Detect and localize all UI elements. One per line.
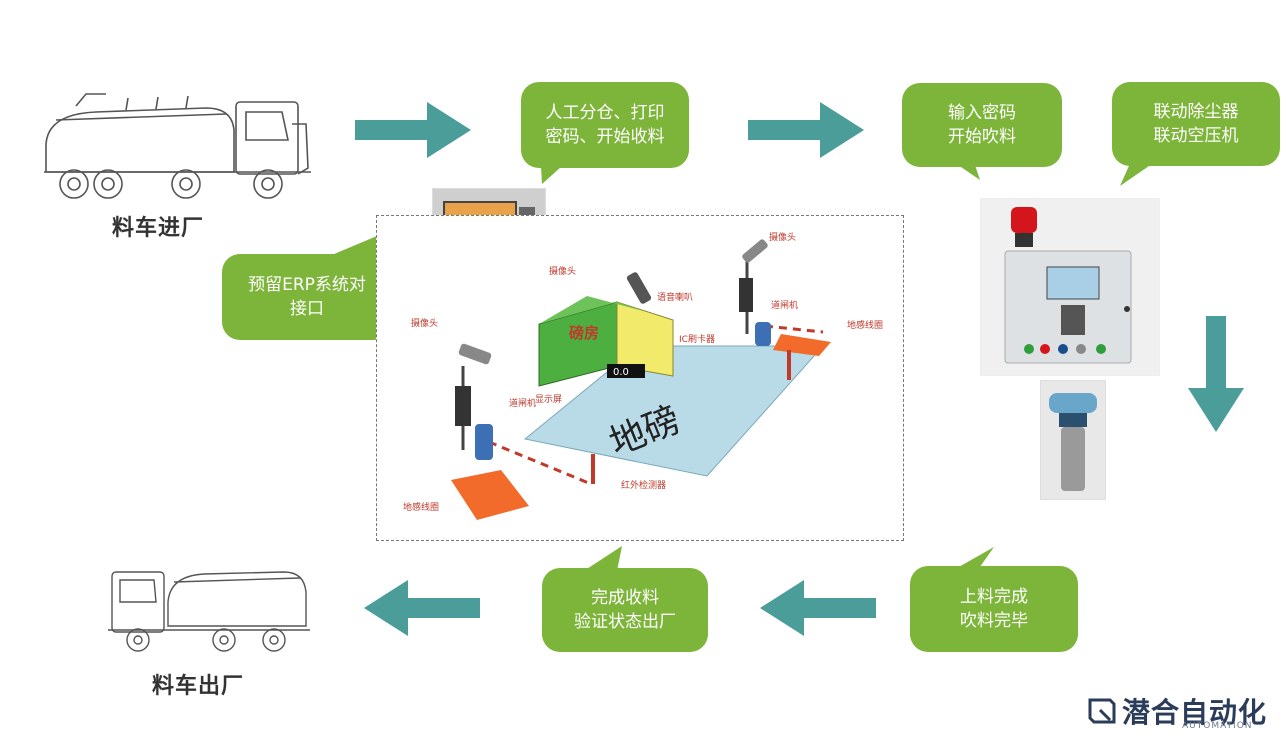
left-barrier-arm: [488, 440, 592, 486]
truck-in-label: 料车进厂: [112, 216, 205, 241]
truck-in-illustration: [44, 93, 311, 199]
left-camera-icon: [458, 343, 492, 365]
logo-mark-icon: [1088, 698, 1116, 724]
arrow-left-1: [760, 580, 876, 636]
valve-photo: [1040, 380, 1106, 500]
label-loop-left: 地感线圈: [403, 501, 439, 513]
label-barrier-right: 道闸机: [771, 299, 798, 311]
truck-out-label: 料车出厂: [152, 674, 245, 699]
arrow-down: [1188, 316, 1244, 432]
scale-yard-diagram: 地磅 磅房 0.0 摄像头 摄像头 摄像头 道闸机 道闸机 地感线圈: [376, 215, 904, 541]
label-camera-right: 摄像头: [769, 231, 796, 243]
label-ir-detector: 红外检测器: [621, 479, 666, 491]
label-camera-left: 摄像头: [411, 317, 438, 329]
scale-display-reading: 0.0: [613, 367, 629, 378]
label-ic-reader: IC刷卡器: [679, 333, 715, 345]
scale-house-front: [616, 301, 674, 377]
right-traffic-light-icon: [739, 278, 753, 312]
logo-name: 潜合自动化: [1122, 696, 1268, 729]
right-barrier-gate: [755, 322, 771, 346]
bubble-manual-split: 人工分仓、打印 密码、开始收料: [521, 82, 689, 168]
bubble-loading-done: 上料完成 吹料完毕: [910, 566, 1078, 652]
right-barrier-arm: [764, 324, 824, 334]
control-cabinet-photo: [980, 198, 1160, 376]
left-ground-loop: [451, 470, 529, 520]
ir-detector-right: [787, 350, 791, 380]
arrow-right-1: [355, 102, 471, 158]
label-display-screen: 显示屏: [535, 394, 562, 405]
scale-display-board: [607, 364, 645, 378]
bubble-receive-done: 完成收料 验证状态出厂: [542, 568, 708, 652]
arrow-left-2: [364, 580, 480, 636]
label-camera-top: 摄像头: [549, 265, 576, 277]
bubble-linkage: 联动除尘器 联动空压机: [1112, 82, 1280, 166]
center-camera-icon: [626, 272, 652, 304]
label-loop-right: 地感线圈: [847, 319, 883, 331]
bubble-input-password: 输入密码 开始吹料: [902, 83, 1062, 167]
logo-subtitle: AUTOMATION: [1182, 721, 1253, 731]
label-barrier-left: 道闸机: [509, 397, 536, 409]
truck-out-illustration: [108, 571, 310, 652]
bubble-erp: 预留ERP系统对 接口: [222, 254, 392, 340]
ir-detector-left: [591, 454, 595, 484]
left-traffic-light-icon: [455, 386, 471, 426]
left-barrier-gate: [475, 424, 493, 460]
label-speaker: 语音喇叭: [657, 291, 693, 303]
right-camera-icon: [742, 239, 768, 263]
arrow-right-2: [748, 102, 864, 158]
scale-house-label: 磅房: [569, 324, 599, 342]
alarm-light-icon: [1011, 207, 1037, 233]
